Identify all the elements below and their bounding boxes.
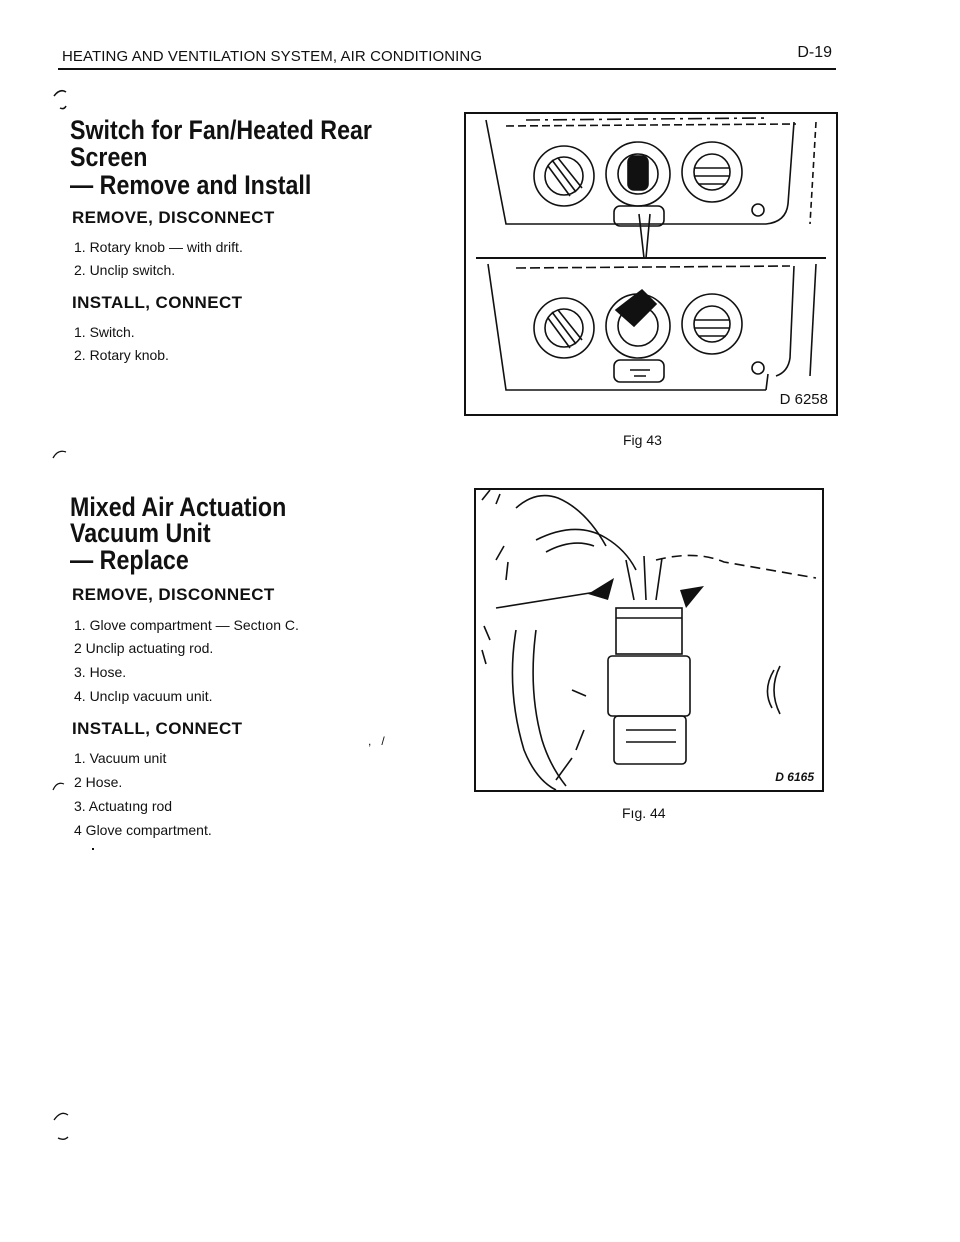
scan-mark <box>52 450 67 459</box>
scan-mark <box>53 89 67 110</box>
section1-install-title: INSTALL, CONNECT <box>72 293 243 312</box>
section2-remove-step: 1. Glove compartment — Sectıon C. <box>74 617 299 633</box>
section2-heading-line3: — Replace <box>70 545 189 575</box>
section2-remove-step: 3. Hose. <box>74 664 127 680</box>
scan-mark <box>53 1112 69 1140</box>
header-title: HEATING AND VENTILATION SYSTEM, AIR COND… <box>62 48 483 65</box>
figure-43-code: D 6258 <box>777 391 830 408</box>
section2-heading-line1: Mixed Air Actuation <box>70 492 287 522</box>
control-panel-drawing <box>476 117 826 391</box>
figure-44-code: D 6165 <box>775 770 814 784</box>
section2-remove-title: REMOVE, DISCONNECT <box>72 585 275 604</box>
scan-mark <box>92 848 94 850</box>
section2-install-step: 1. Vacuum unit <box>74 750 167 766</box>
figure-43-illustration: D 6258 <box>464 112 838 416</box>
section2-remove-step: 4. Unclıp vacuum unit. <box>74 688 213 704</box>
section2-install-title: INSTALL, CONNECT <box>72 719 243 738</box>
section1-heading-line1: Switch for Fan/Heated Rear <box>70 115 372 145</box>
page-header: HEATING AND VENTILATION SYSTEM, AIR COND… <box>58 44 836 70</box>
scan-mark: , / <box>368 734 385 748</box>
section1-heading-line3: — Remove and Install <box>70 170 312 200</box>
section2-install-step: 3. Actuatıng rod <box>74 798 173 814</box>
section2-remove-step: 2 Unclip actuating rod. <box>74 640 214 656</box>
section1-remove-step: 2. Unclip switch. <box>74 262 176 278</box>
section1-remove-title: REMOVE, DISCONNECT <box>72 208 275 227</box>
section1-remove-step: 1. Rotary knob — with drift. <box>74 239 243 255</box>
vacuum-unit-drawing <box>481 490 817 790</box>
section2-heading-line2: Vacuum Unit <box>70 518 211 548</box>
figure-44-caption: Fıg. 44 <box>622 805 666 821</box>
figure-43-caption: Fig 43 <box>623 432 662 448</box>
section2-install-step: 4 Glove compartment. <box>74 822 212 838</box>
section2-install-step: 2 Hose. <box>74 774 123 790</box>
figure-44-illustration: D 6165 <box>474 488 824 792</box>
scan-mark <box>52 782 65 791</box>
section1-install-step: 1. Switch. <box>74 324 135 340</box>
page-number: D-19 <box>797 44 832 61</box>
section1-install-step: 2. Rotary knob. <box>74 347 169 363</box>
section1-heading-line2: Screen <box>70 142 148 172</box>
